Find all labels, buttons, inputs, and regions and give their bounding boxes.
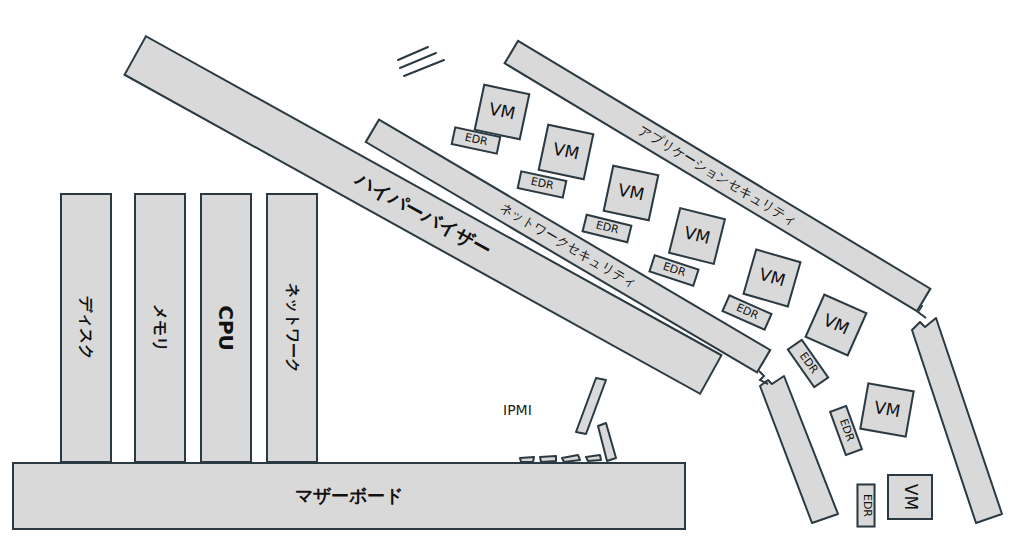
node-text: EDR: [734, 302, 760, 323]
hardware-column: CPU: [200, 193, 252, 463]
node-text: VM: [757, 265, 788, 291]
node-text: VM: [682, 223, 712, 248]
node-text: ネットワーク: [283, 283, 300, 373]
node-text: アプリケーションセキュリティ: [635, 123, 799, 230]
hardware-column: ディスク: [60, 193, 112, 463]
vm-box: VM: [538, 124, 595, 181]
broken-band: [760, 376, 838, 523]
node-text: EDR: [836, 417, 856, 443]
vm-box: VM: [668, 207, 726, 265]
node-text: EDR: [860, 493, 873, 516]
node-text: VM: [820, 311, 852, 340]
node-text: VM: [551, 140, 581, 165]
debris: [586, 455, 601, 461]
node-text: マザーボード: [295, 486, 403, 507]
hardware-column: メモリ: [134, 193, 186, 463]
node-text: EDR: [661, 260, 687, 279]
node-text: メモリ: [151, 304, 169, 352]
node-text: VM: [616, 181, 646, 206]
vm-box: VM: [804, 293, 867, 356]
vm-box: VM: [859, 382, 915, 438]
vm-box: VM: [742, 248, 801, 307]
vm-box: VM: [887, 474, 933, 520]
motherboard-bar: マザーボード: [12, 462, 686, 530]
motion-line: [404, 60, 444, 76]
node-text: VM: [487, 100, 517, 125]
node-text: ディスク: [77, 296, 95, 360]
hardware-column: ネットワーク: [266, 193, 318, 463]
vm-box: VM: [603, 165, 660, 222]
node-text: EDR: [594, 219, 619, 237]
edr-tag: EDR: [857, 483, 876, 527]
node-text: CPU: [215, 305, 238, 351]
node-text: EDR: [463, 131, 488, 148]
node-text: EDR: [529, 175, 554, 192]
edr-tag: EDR: [829, 404, 863, 456]
node-text: VM: [872, 398, 901, 422]
edr-tag: EDR: [581, 213, 632, 243]
node-text: EDR: [796, 350, 820, 376]
debris: [562, 455, 580, 462]
callout-label: IPMI: [503, 402, 532, 418]
crack: [758, 370, 768, 384]
node-text: VM: [900, 484, 920, 510]
